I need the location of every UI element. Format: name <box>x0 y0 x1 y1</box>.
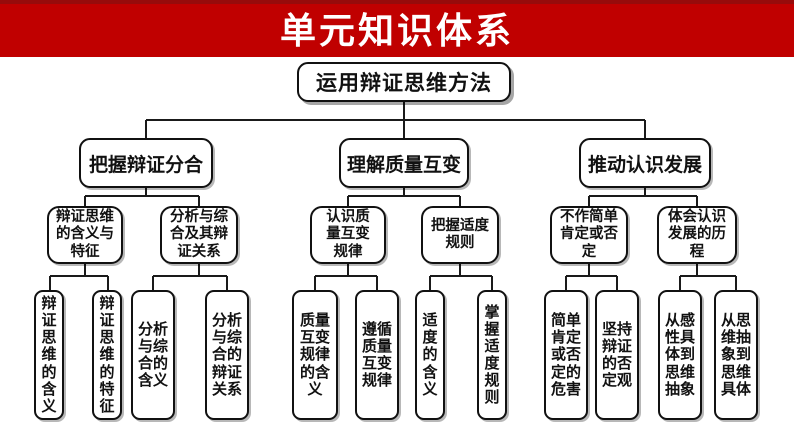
leaf-node-11-label: 从感性具体到思维抽象 <box>665 312 696 398</box>
sub-node-5-label: 不作简单肯定或否定 <box>560 209 618 260</box>
leaf-node-8-label: 掌握适度规则 <box>484 303 500 407</box>
root-node: 运用辩证思维方法 <box>297 62 511 102</box>
leaf-node-4: 分析与综合的辩证关系 <box>205 290 249 420</box>
leaf-node-11: 从感性具体到思维抽象 <box>658 290 702 420</box>
leaf-node-6: 遵循质量互变规律 <box>355 290 399 420</box>
root-node-label: 运用辩证思维方法 <box>316 72 492 95</box>
sub-node-6: 体会认识发展的历程 <box>657 206 737 264</box>
leaf-node-7-label: 适度的含义 <box>422 312 438 398</box>
banner: 单元知识体系 <box>0 0 794 57</box>
branch-node-2: 理解质量互变 <box>339 138 469 188</box>
leaf-node-1: 辩证思维的含义 <box>34 290 64 420</box>
leaf-node-8: 掌握适度规则 <box>477 290 507 420</box>
sub-node-2: 分析与综合及其辩证关系 <box>160 206 238 264</box>
sub-node-6-label: 体会认识发展的历程 <box>668 209 726 260</box>
branch-node-3: 推动认识发展 <box>579 138 711 188</box>
sub-node-2-label: 分析与综合及其辩证关系 <box>170 209 228 260</box>
leaf-node-7: 适度的含义 <box>415 290 445 420</box>
leaf-node-2-label: 辩证思维的特征 <box>99 295 115 415</box>
leaf-node-5-label: 质量互变规律的含义 <box>299 312 330 398</box>
leaf-node-12-label: 从思维抽象到思维具体 <box>721 312 752 398</box>
sub-node-1: 辩证思维的含义与特征 <box>47 206 123 264</box>
leaf-node-3: 分析与综合的含义 <box>131 290 175 420</box>
sub-node-3: 认识质量互变规律 <box>310 206 386 264</box>
leaf-node-5: 质量互变规律的含义 <box>292 290 338 420</box>
leaf-node-6-label: 遵循质量互变规律 <box>362 320 393 390</box>
branch-node-2-label: 理解质量互变 <box>346 154 461 176</box>
leaf-node-10-label: 坚持辩证的否定观 <box>602 320 633 390</box>
leaf-node-1-label: 辩证思维的含义 <box>41 295 57 415</box>
sub-node-1-label: 辩证思维的含义与特征 <box>56 209 114 260</box>
leaf-node-3-label: 分析与综合的含义 <box>138 320 169 390</box>
leaf-node-2: 辩证思维的特征 <box>92 290 122 420</box>
branch-node-3-label: 推动认识发展 <box>587 154 702 176</box>
sub-node-3-label: 认识质量互变规律 <box>326 209 370 260</box>
sub-node-4: 把握适度规则 <box>421 206 499 264</box>
leaf-node-9-label: 简单肯定或否定的危害 <box>551 312 582 398</box>
branch-node-1: 把握辩证分合 <box>79 138 213 188</box>
leaf-node-4-label: 分析与综合的辩证关系 <box>212 312 243 398</box>
leaf-node-9: 简单肯定或否定的危害 <box>544 290 588 420</box>
banner-title: 单元知识体系 <box>279 9 514 51</box>
sub-node-5: 不作简单肯定或否定 <box>550 206 628 264</box>
leaf-node-10: 坚持辩证的否定观 <box>595 290 639 420</box>
branch-node-1-label: 把握辩证分合 <box>88 154 203 176</box>
sub-node-4-label: 把握适度规则 <box>431 217 489 251</box>
leaf-node-12: 从思维抽象到思维具体 <box>714 290 758 420</box>
